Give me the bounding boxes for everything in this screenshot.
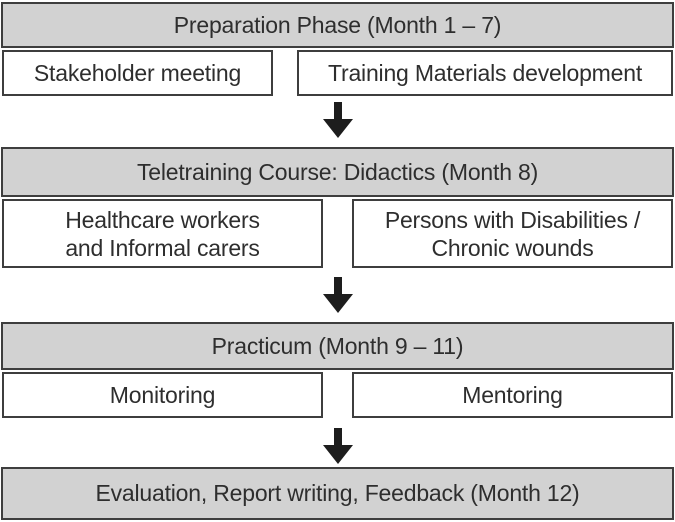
flow-box-stakeholder-meeting: Stakeholder meeting <box>2 50 273 96</box>
phase-title: Evaluation, Report writing, Feedback (Mo… <box>95 480 580 506</box>
phase-header-practicum: Practicum (Month 9 – 11) <box>1 322 674 370</box>
phase-row-teletraining: Healthcare workers and Informal carers P… <box>0 199 675 268</box>
flow-box-training-materials-development: Training Materials development <box>297 50 673 96</box>
phase-title: Preparation Phase (Month 1 – 7) <box>173 11 502 38</box>
down-arrow-icon <box>0 102 675 138</box>
down-arrow-icon <box>0 277 675 313</box>
phase-header-teletraining-course: Teletraining Course: Didactics (Month 8) <box>1 147 674 197</box>
flow-box-persons-with-disabilities: Persons with Disabilities / Chronic woun… <box>352 199 673 268</box>
flow-box-monitoring: Monitoring <box>2 372 323 418</box>
down-arrow-icon <box>0 428 675 464</box>
phase-header-evaluation: Evaluation, Report writing, Feedback (Mo… <box>1 467 674 520</box>
flow-box-healthcare-workers: Healthcare workers and Informal carers <box>2 199 323 268</box>
phase-row-practicum: Monitoring Mentoring <box>0 372 675 418</box>
phase-row-preparation: Stakeholder meeting Training Materials d… <box>0 50 675 96</box>
phase-title: Teletraining Course: Didactics (Month 8) <box>136 158 539 185</box>
phase-title: Practicum (Month 9 – 11) <box>211 332 464 359</box>
flow-box-mentoring: Mentoring <box>352 372 673 418</box>
phase-header-preparation: Preparation Phase (Month 1 – 7) <box>1 2 674 48</box>
